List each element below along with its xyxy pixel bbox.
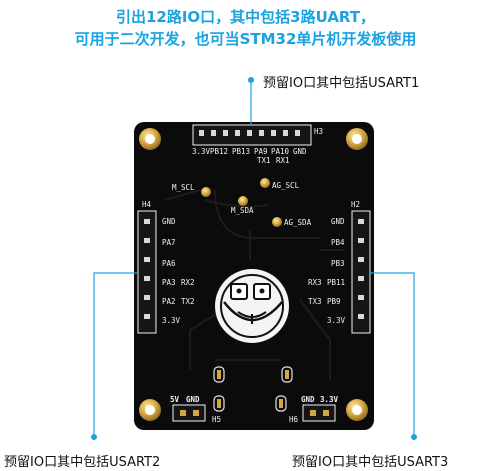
h6-pin-3v3: 3.3V (320, 395, 339, 404)
h2-pin-rx3: RX3 (308, 278, 322, 287)
h3-pin-pb12: PB12 (210, 147, 228, 156)
h5-pin-5v: 5V (170, 395, 180, 404)
callout-leaders (91, 77, 417, 440)
h4-header: H4 GND PA7 PA6 PA3 RX2 PA2 TX2 3.3V (137, 200, 195, 334)
h6-label: H6 (289, 415, 299, 424)
h2-pin-pb9: PB9 (327, 297, 341, 306)
h4-label: H4 (142, 200, 152, 209)
callout-usart2: 预留IO口其中包括USART2 (4, 455, 161, 470)
h4-pin-pa6: PA6 (162, 259, 176, 268)
pcb-traces (164, 189, 345, 380)
h4-pin-pa3: PA3 (162, 278, 176, 287)
sensor-pads: M_SCL M_SDA AG_SCL AG_SDA (172, 178, 312, 227)
pad-m-sda: M_SDA (231, 206, 254, 215)
pad-ag-sda: AG_SDA (284, 218, 312, 227)
h2-header: H2 GND PB4 PB3 RX3 PB11 TX3 PB9 3.3V (308, 200, 371, 334)
h2-pin-pb11: PB11 (327, 278, 345, 287)
h3-pin-gnd: GND (293, 147, 307, 156)
h3-header: H3 3.3V PB12 PB13 PA9 PA10 GND TX1 RX1 (192, 124, 323, 165)
h6-header: GND 3.3V H6 (289, 395, 339, 424)
h5-header: 5V GND H5 (170, 395, 221, 424)
heading-line-2: 可用于二次开发，也可当STM32单片机开发板使用 (74, 30, 417, 48)
h6-pin-gnd: GND (301, 395, 315, 404)
h2-pin-3v3: 3.3V (327, 316, 346, 325)
h4-pin-rx2: RX2 (181, 278, 195, 287)
h5-pin-gnd: GND (186, 395, 200, 404)
h4-pin-gnd: GND (162, 217, 176, 226)
h4-pin-3v3: 3.3V (162, 316, 181, 325)
h5-label: H5 (212, 415, 221, 424)
h3-label: H3 (314, 127, 323, 136)
h2-pin-pb4: PB4 (331, 238, 345, 247)
h2-pin-pb3: PB3 (331, 259, 345, 268)
h3-pin-rx1: RX1 (276, 156, 290, 165)
h3-pin-pa9: PA9 (254, 147, 268, 156)
mascot-logo (215, 269, 289, 343)
h3-pin-pb13: PB13 (232, 147, 250, 156)
h2-pin-tx3: TX3 (308, 297, 322, 306)
pad-m-scl: M_SCL (172, 183, 195, 192)
mounting-holes (139, 128, 368, 421)
h3-pin-3v3: 3.3V (192, 147, 211, 156)
pad-ag-scl: AG_SCL (272, 181, 300, 190)
h3-pin-pa10: PA10 (271, 147, 290, 156)
callout-usart3: 预留IO口其中包括USART3 (292, 455, 449, 470)
h2-pin-gnd: GND (331, 217, 345, 226)
h4-pin-pa7: PA7 (162, 238, 176, 247)
small-components (213, 366, 293, 412)
h2-label: H2 (351, 200, 360, 209)
h3-pin-tx1: TX1 (257, 156, 271, 165)
h4-pin-tx2: TX2 (181, 297, 195, 306)
h4-pin-pa2: PA2 (162, 297, 176, 306)
heading-line-1: 引出12路IO口，其中包括3路UART， (115, 8, 376, 26)
callout-usart1: 预留IO口其中包括USART1 (263, 76, 420, 91)
